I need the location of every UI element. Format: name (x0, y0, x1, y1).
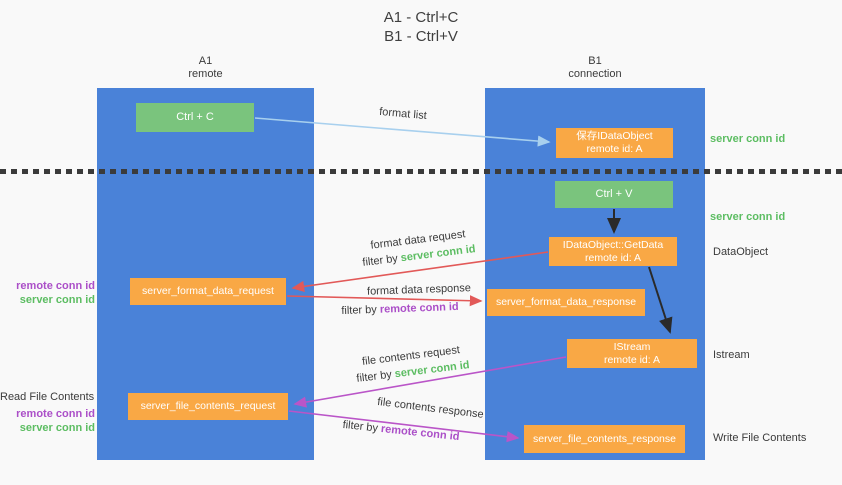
remote-conn-id-text: remote conn id (16, 408, 95, 420)
label-istream-side: Istream (713, 349, 750, 361)
node-istream-line2: remote id: A (603, 353, 661, 366)
label-write-file-contents: Write File Contents (713, 432, 807, 444)
label-conn-ids-left-2: remote conn id server conn id (0, 407, 95, 435)
node-save-idataobject-line2: remote id: A (586, 143, 643, 155)
label-format-data-response: format data response (366, 282, 472, 298)
title-line-a1: A1 - Ctrl+C (383, 9, 459, 26)
node-file-response-label: server_file_contents_response (532, 432, 676, 445)
label-dataobject: DataObject (713, 246, 769, 258)
remote-conn-id-text: remote conn id (380, 422, 460, 444)
remote-conn-id-text: remote conn id (379, 300, 459, 316)
column-header-a1: A1 remote (97, 55, 314, 81)
remote-conn-id-text: remote conn id (16, 280, 95, 292)
node-server-file-contents-response: server_file_contents_response (524, 425, 685, 453)
column-a1-name: A1 (198, 55, 213, 67)
node-server-format-data-response: server_format_data_response (487, 289, 645, 316)
node-format-response-label: server_format_data_response (495, 296, 637, 308)
column-a1-subtitle: remote (188, 68, 223, 80)
filter-by-text: filter by (341, 303, 381, 318)
label-format-list: format list (378, 105, 428, 123)
title-line-b1: B1 - Ctrl+V (384, 28, 458, 45)
node-save-idataobject-line1: 保存IDataObject (576, 130, 653, 142)
node-ctrl-c-label: Ctrl + C (176, 111, 214, 123)
node-getdata-line2: remote id: A (584, 251, 642, 264)
node-file-request-label: server_file_contents_request (140, 400, 276, 412)
node-ctrl-v: Ctrl + V (555, 181, 673, 208)
node-server-format-data-request: server_format_data_request (130, 278, 286, 305)
label-file-contents-response: file contents response (376, 395, 485, 421)
label-server-conn-id-right-2: server conn id (710, 211, 786, 223)
column-b1-subtitle: connection (568, 68, 622, 80)
node-idataobject-getdata: IDataObject::GetData remote id: A (549, 237, 677, 266)
diagram-title: A1 - Ctrl+C B1 - Ctrl+V (0, 8, 842, 46)
node-ctrl-c: Ctrl + C (136, 103, 254, 132)
label-filter-by-remote-conn-1: filter by remote conn id (340, 301, 460, 317)
label-read-file-contents: Read File Contents (0, 391, 95, 403)
node-server-file-contents-request: server_file_contents_request (128, 393, 288, 420)
node-save-idataobject: 保存IDataObject remote id: A (556, 128, 673, 158)
node-istream-line1: IStream (613, 340, 651, 353)
label-filter-by-remote-conn-2: filter by remote conn id (341, 419, 462, 443)
separator-dotted-line (0, 169, 842, 174)
filter-by-text: filter by (355, 368, 396, 385)
column-header-b1: B1 connection (485, 55, 705, 81)
filter-by-text: filter by (361, 252, 402, 269)
node-getdata-line1: IDataObject::GetData (562, 238, 664, 251)
label-conn-ids-left-1: remote conn id server conn id (0, 279, 95, 307)
filter-by-text: filter by (342, 418, 382, 435)
server-conn-id-text: server conn id (19, 294, 95, 306)
server-conn-id-text: server conn id (19, 422, 95, 434)
node-ctrl-v-label: Ctrl + V (595, 188, 633, 200)
node-istream: IStream remote id: A (567, 339, 697, 368)
label-server-conn-id-right-1: server conn id (710, 133, 786, 145)
column-b1-name: B1 (588, 55, 602, 67)
node-format-request-label: server_format_data_request (142, 285, 274, 297)
